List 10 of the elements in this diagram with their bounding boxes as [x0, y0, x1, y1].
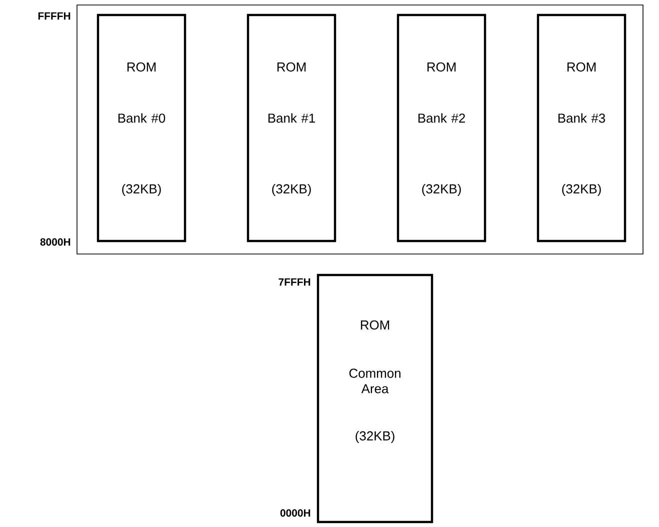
address-label: 8000H: [40, 238, 70, 246]
address-label: 0000H: [280, 509, 310, 517]
rom-bank-box: ROM Bank #2 (32KB): [396, 14, 486, 242]
rom-bank-box: ROM Common Area (32KB): [316, 274, 434, 524]
address-label: 7FFFH: [278, 278, 310, 286]
memory-region-box: [76, 4, 644, 254]
rom-bank-box: ROM Bank #1 (32KB): [246, 14, 336, 242]
address-label: FFFFH: [38, 12, 70, 20]
rom-bank-box: ROM Bank #3 (32KB): [536, 14, 626, 242]
rom-bank-box: ROM Bank #0 (32KB): [96, 14, 186, 242]
